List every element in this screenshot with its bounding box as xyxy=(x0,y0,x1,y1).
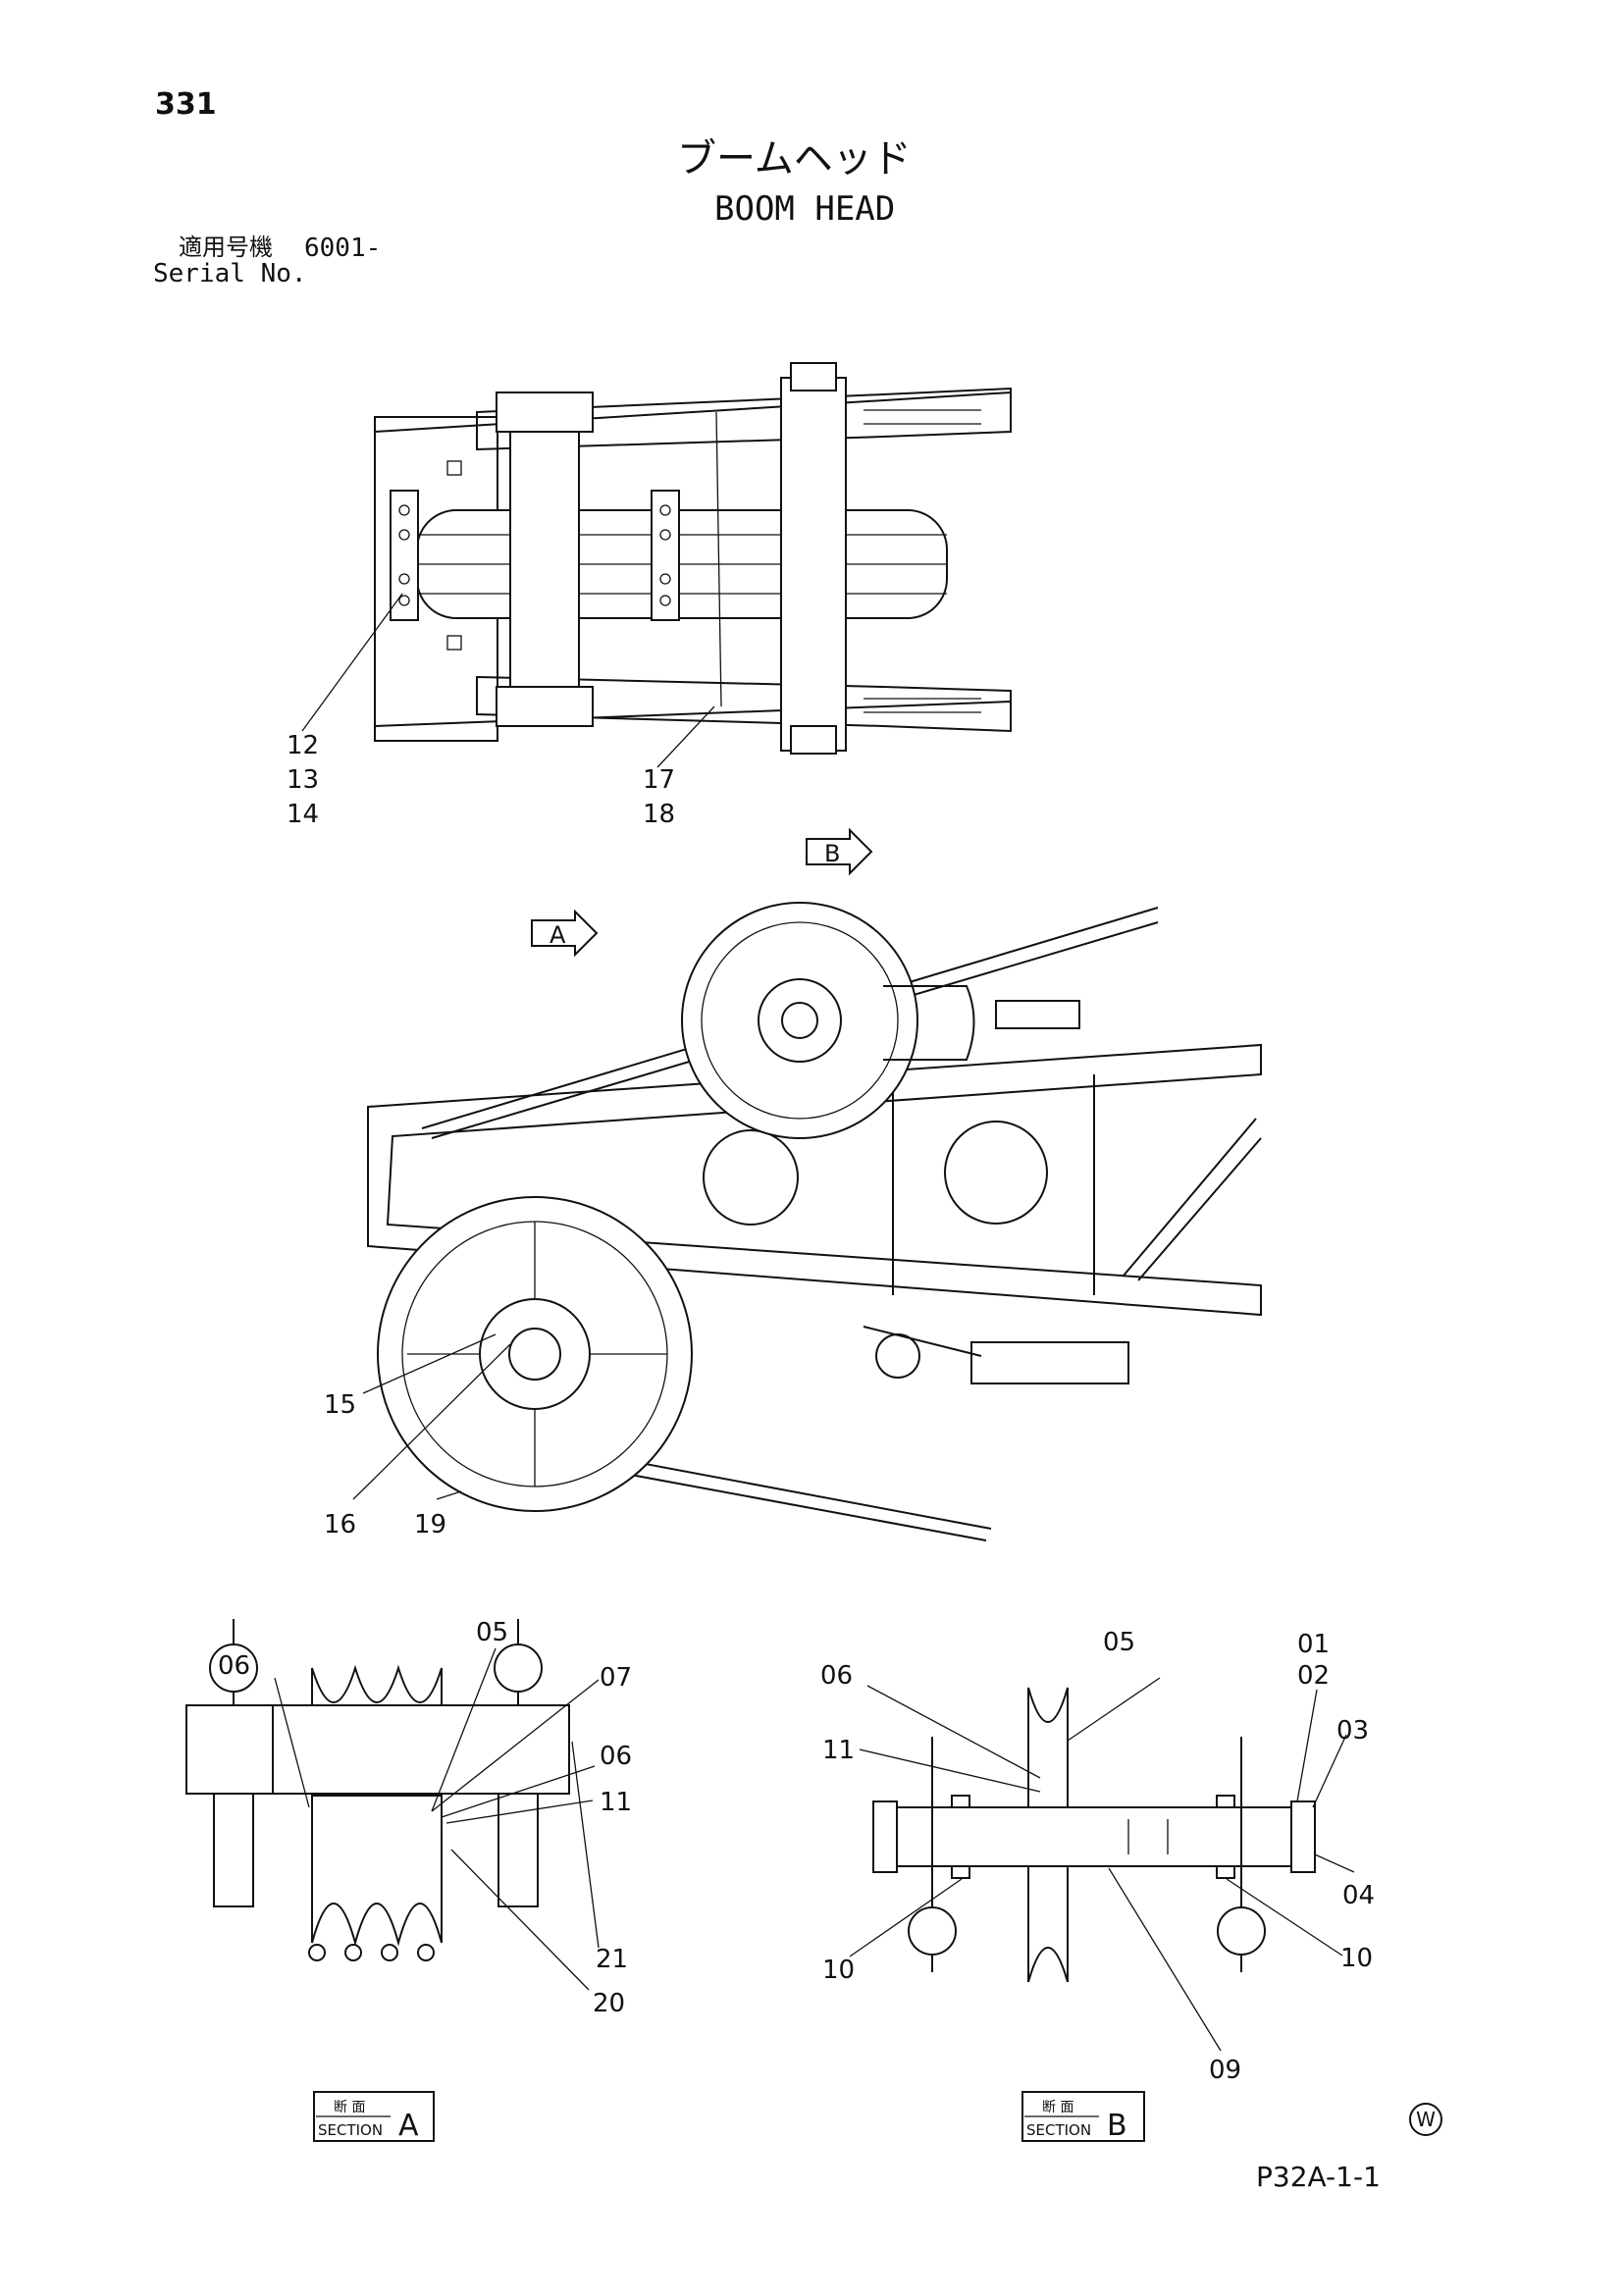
section-b-tag: 断 面 SECTION B xyxy=(1021,2091,1145,2143)
part-label-19: 19 xyxy=(414,1510,446,1539)
section-a-sheaves-upper xyxy=(311,1664,443,1706)
part-label-b-01: 01 xyxy=(1297,1630,1330,1659)
title-japanese: ブームヘッド xyxy=(677,136,912,182)
side-view-link xyxy=(970,1341,1129,1384)
top-view-upper-rail xyxy=(374,391,1012,433)
top-view-guard-plate-right xyxy=(651,490,680,621)
part-label-b-11: 11 xyxy=(822,1736,855,1765)
section-b-sheave-upper xyxy=(1027,1687,1069,1808)
serial-label-english: Serial No. xyxy=(153,259,307,288)
section-b-sheave-lower xyxy=(1027,1865,1069,1983)
part-label-a-06-right: 06 xyxy=(600,1742,632,1771)
top-view-guard-plate-left xyxy=(390,490,419,621)
drawing-code: P32A-1-1 xyxy=(1256,2161,1381,2193)
top-view-front-pin xyxy=(509,391,580,727)
part-label-b-06: 06 xyxy=(820,1661,853,1691)
section-a-tag-ja: 断 面 xyxy=(334,2100,365,2115)
part-label-16: 16 xyxy=(324,1510,356,1539)
part-label-18: 18 xyxy=(643,800,675,829)
leader-a-21 xyxy=(571,1741,600,1949)
section-a-sheaves-lower xyxy=(311,1795,443,1947)
part-label-17: 17 xyxy=(643,765,675,795)
top-view-upper-chord xyxy=(476,387,1012,451)
section-a-view: 05 06 07 06 11 21 20 xyxy=(185,1618,632,2018)
view-arrow-b: B xyxy=(806,827,873,876)
part-label-a-20: 20 xyxy=(593,1989,625,2018)
leader-b-11 xyxy=(859,1748,1041,1793)
part-label-b-10-left: 10 xyxy=(822,1956,855,1985)
leader-a-07 xyxy=(431,1679,600,1812)
leader-a-06-left xyxy=(274,1677,310,1808)
section-b-tag-letter: B xyxy=(1107,2109,1127,2143)
view-arrow-a-letter: A xyxy=(550,921,566,949)
part-label-b-02: 02 xyxy=(1297,1661,1330,1691)
circle-w-mark: W xyxy=(1409,2103,1442,2136)
top-view-rear-pin xyxy=(780,377,847,752)
section-a-pin xyxy=(185,1704,570,1795)
part-label-12: 12 xyxy=(287,731,319,760)
serial-label-japanese: 適用号機 xyxy=(179,234,273,261)
view-arrow-a: A xyxy=(531,909,599,958)
top-view-lower-rail xyxy=(374,701,1012,727)
top-view-lower-chord xyxy=(476,675,1012,733)
leader-16 xyxy=(352,1343,511,1500)
section-b-view: 05 06 11 01 02 03 04 10 10 09 xyxy=(820,1628,1375,2085)
leader-a-20 xyxy=(450,1849,590,1991)
leader-b-01-02 xyxy=(1296,1689,1318,1802)
leader-b-10-left xyxy=(849,1878,963,1957)
part-label-a-05: 05 xyxy=(476,1618,508,1647)
part-label-b-03: 03 xyxy=(1336,1716,1369,1746)
serial-value: 6001- xyxy=(304,234,382,263)
title-english: BOOM HEAD xyxy=(714,189,896,229)
part-label-b-04: 04 xyxy=(1342,1881,1375,1910)
leader-b-09 xyxy=(1108,1867,1222,2052)
section-a-tag: 断 面 SECTION A xyxy=(313,2091,435,2143)
part-label-15: 15 xyxy=(324,1390,356,1420)
part-label-a-11: 11 xyxy=(600,1788,632,1817)
section-b-tag-ja: 断 面 xyxy=(1042,2100,1073,2115)
leader-b-05 xyxy=(1067,1677,1161,1742)
view-arrow-b-letter: B xyxy=(824,840,840,867)
leader-b-03 xyxy=(1312,1734,1347,1808)
side-view-upper-rope-eye xyxy=(883,985,975,1061)
leader-17-18 xyxy=(656,705,715,768)
side-view: 15 16 19 xyxy=(324,902,1262,1541)
leader-12-13-14 xyxy=(301,593,403,732)
part-label-14: 14 xyxy=(287,800,319,829)
leader-a-11 xyxy=(445,1800,594,1824)
leader-b-04 xyxy=(1314,1853,1355,1873)
part-label-b-10-right: 10 xyxy=(1340,1944,1373,1973)
leader-15 xyxy=(362,1333,497,1394)
side-view-lightening-hole-left xyxy=(703,1129,799,1226)
leader-19 xyxy=(436,1490,462,1500)
part-label-a-06-left: 06 xyxy=(218,1651,250,1681)
part-label-13: 13 xyxy=(287,765,319,795)
leader-a-05 xyxy=(431,1647,497,1812)
side-view-lightening-hole-right xyxy=(944,1121,1048,1225)
part-label-b-05: 05 xyxy=(1103,1628,1135,1657)
leader-a-06-right xyxy=(441,1765,596,1818)
leader-b-10-right xyxy=(1226,1878,1343,1957)
section-b-tag-en: SECTION xyxy=(1026,2121,1091,2139)
part-label-b-09: 09 xyxy=(1209,2056,1241,2085)
page-number: 331 xyxy=(155,87,217,122)
top-view: 12 13 14 17 18 xyxy=(287,362,1012,829)
part-label-a-07: 07 xyxy=(600,1663,632,1693)
section-a-tag-letter: A xyxy=(398,2109,419,2143)
section-a-tag-en: SECTION xyxy=(318,2121,383,2139)
part-label-a-21: 21 xyxy=(596,1945,628,1974)
leader-b-06 xyxy=(866,1685,1041,1779)
